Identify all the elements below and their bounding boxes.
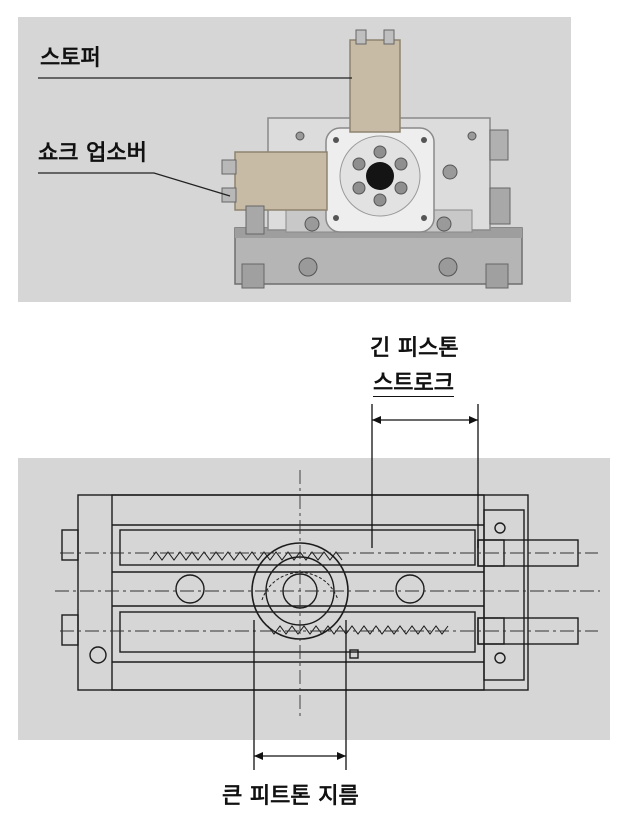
- photo-leader-lines: [38, 77, 352, 197]
- stroke-dimension: [371, 404, 479, 548]
- stopper-label: 스토퍼: [40, 46, 101, 71]
- pinion-diameter-dimension: [253, 620, 347, 770]
- technical-drawing-panel: [18, 458, 610, 740]
- rack-teeth: [149, 551, 449, 635]
- actuator-photo: [221, 29, 523, 289]
- actuator-drawing: [61, 494, 579, 691]
- center-lines: [55, 470, 600, 720]
- shock-absorber-label: 쇼크 업소버: [38, 141, 147, 166]
- large-pinion-diameter-label: 큰 피트톤 지름: [222, 784, 359, 809]
- long-piston-stroke-label-line2: 스트로크: [373, 371, 454, 397]
- long-piston-stroke-label-line1: 긴 피스톤: [370, 336, 459, 361]
